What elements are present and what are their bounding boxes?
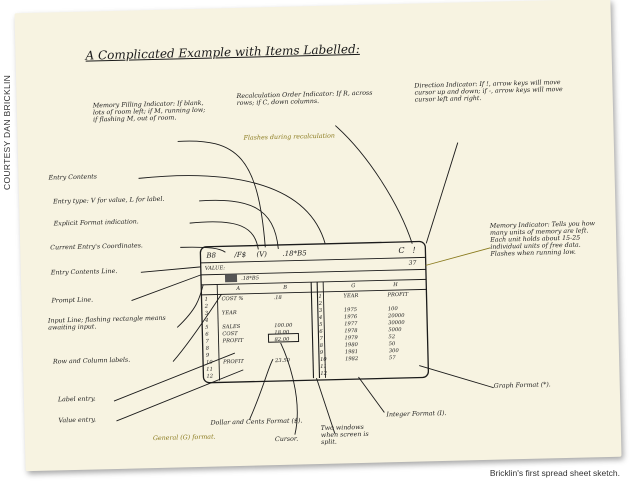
profit-cell: 30000	[388, 319, 405, 327]
row-label: 7	[205, 338, 209, 345]
year-cell: 1978	[344, 328, 358, 335]
cursor-box	[267, 332, 300, 343]
row-label: 6	[319, 328, 323, 335]
memory-indicator-note: Memory Indicator: Tells you how many uni…	[489, 220, 596, 258]
recalc-indicator: C	[398, 245, 405, 256]
sketch-paper: A Complicated Example with Items Labelle…	[14, 0, 622, 472]
photo-credit: COURTESY DAN BRICKLIN	[2, 40, 16, 190]
label-graph-format: Graph Format (*).	[493, 381, 551, 390]
label-cell: SALES	[222, 323, 241, 331]
profit-cell: 57	[388, 355, 396, 362]
label-cell: PROFIT	[222, 337, 244, 345]
year-cell: 1977	[344, 321, 358, 328]
row-label: 2	[204, 303, 209, 310]
value-cell: 82.00	[274, 336, 290, 344]
col-label-g: G	[351, 283, 356, 290]
profit-cell: 20000	[387, 312, 405, 320]
label-cell: COST %	[221, 295, 244, 303]
year-cell: 1975	[343, 307, 358, 314]
profit-cell: 52	[388, 334, 396, 341]
value-cell: .18	[273, 294, 282, 302]
row-label: 2	[318, 300, 323, 308]
direction-indicator-note: Direction Indicator: If !, arrow keys wi…	[414, 79, 563, 104]
label-integer-format: Integer Format (I).	[386, 409, 447, 419]
row-label: 1	[204, 296, 208, 303]
row-label: 10	[206, 359, 213, 366]
year-cell: 1976	[343, 314, 358, 321]
row-label: 11	[206, 366, 213, 373]
year-cell: 1979	[344, 335, 358, 342]
row-label: 3	[204, 310, 209, 317]
col-label-a: A	[236, 285, 241, 293]
value-cell: 18.00	[274, 329, 290, 337]
row-label: 12	[206, 373, 214, 380]
screen-status-line	[200, 256, 426, 264]
row-label: 9	[205, 352, 210, 359]
profit-cell: PROFIT	[387, 291, 409, 299]
row-label: 9	[319, 349, 324, 356]
photo-credit-text: COURTESY DAN BRICKLIN	[2, 74, 12, 190]
status-coordinates: B8	[206, 251, 217, 260]
screen-input-line	[201, 278, 427, 286]
screen-prompt-line	[200, 268, 426, 276]
row-label: 5	[319, 321, 323, 328]
row-label: 1	[318, 293, 322, 301]
label-cell: COST	[222, 330, 238, 338]
memory-counter: 37	[408, 259, 417, 267]
screen-window-split-2	[316, 282, 321, 379]
label-label-entry: Label entry.	[57, 395, 96, 404]
row-label: 5	[205, 324, 209, 331]
label-prompt-line: Prompt Line.	[51, 296, 94, 305]
value-cell: 100.00	[274, 322, 293, 330]
profit-cell: 300	[388, 348, 399, 355]
row-label: 6	[205, 331, 209, 338]
profit-cell: 5000	[388, 326, 402, 334]
screen-outline	[199, 240, 430, 384]
label-leader-lines	[113, 125, 494, 435]
screen-column-header-line	[201, 288, 427, 296]
screen-right-row-divider	[322, 281, 326, 378]
status-entry-type: (V)	[256, 250, 268, 259]
label-cell: PROFIT	[223, 358, 244, 366]
profit-cell: 50	[388, 341, 396, 348]
row-label: 4	[318, 314, 323, 321]
year-cell: YEAR	[343, 293, 359, 300]
photo-caption: Bricklin's first spread sheet sketch.	[489, 468, 620, 478]
memory-filling-note: Memory Filling Indicator: If blank, lots…	[92, 99, 206, 124]
label-entry-contents: Entry Contents	[48, 173, 98, 182]
row-label: 8	[319, 342, 324, 349]
label-cursor: Cursor.	[274, 435, 299, 444]
row-label: 7	[319, 335, 323, 342]
row-label: 12	[320, 370, 328, 377]
row-label: 3	[318, 307, 323, 315]
row-label: 11	[320, 363, 327, 370]
sketch-drawing	[113, 125, 494, 435]
status-entry-contents: .18*B5	[282, 249, 307, 258]
year-cell: 1981	[344, 349, 359, 356]
prompt-text: VALUE:	[204, 265, 226, 272]
row-label: 10	[319, 356, 327, 363]
row-label: 4	[204, 317, 209, 324]
screen-window-split-1	[310, 282, 315, 379]
row-label: 8	[205, 345, 210, 352]
value-cell: 23.50	[274, 357, 290, 365]
status-format: /F$	[234, 250, 247, 260]
direction-indicator: !	[412, 245, 416, 255]
profit-cell: 100	[387, 306, 398, 313]
col-label-b: B	[283, 284, 288, 291]
input-text: .18*B5	[240, 275, 260, 282]
input-flashing-rectangle	[224, 273, 238, 283]
year-cell: 1980	[344, 342, 358, 349]
col-label-h: H	[393, 282, 398, 289]
label-value-entry: Value entry.	[58, 416, 97, 425]
label-cell: YEAR	[221, 310, 237, 317]
label-two-windows: Two windows when screen is split.	[320, 423, 369, 446]
year-cell: 1982	[344, 356, 359, 363]
